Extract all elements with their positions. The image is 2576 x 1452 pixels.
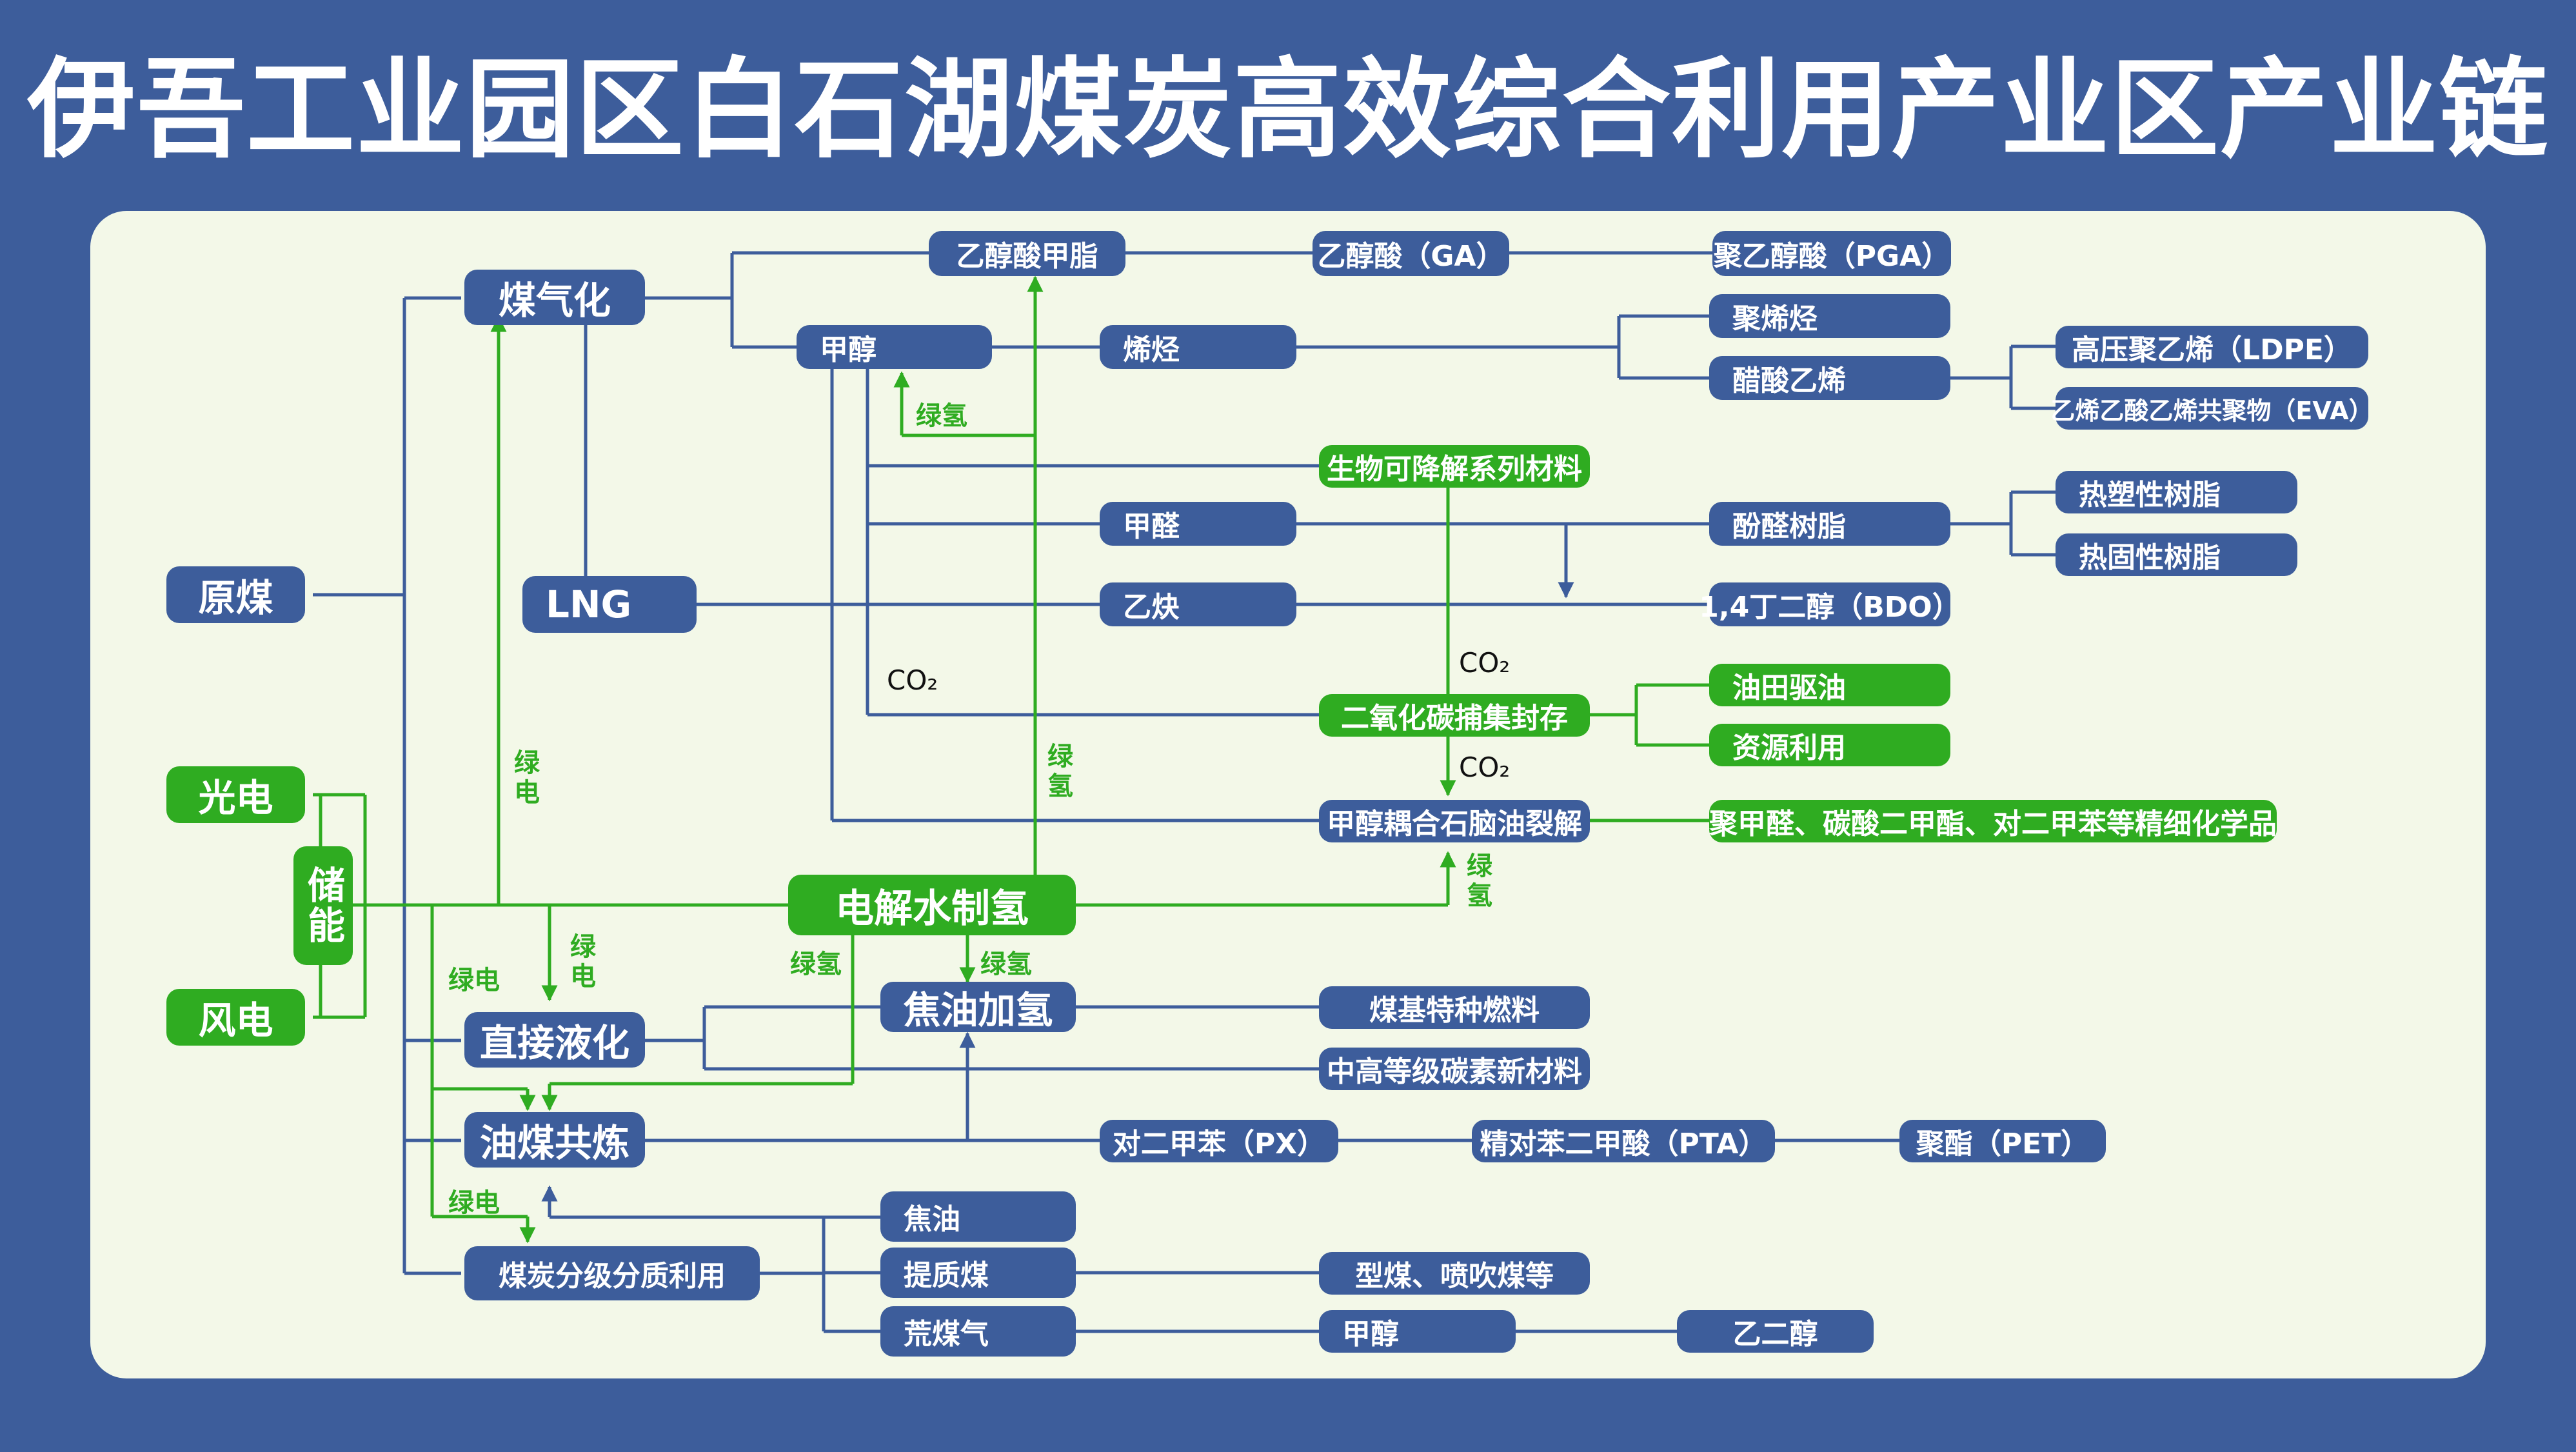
label-green-hydrogen-vertical: 绿氢 <box>1047 742 1073 801</box>
node-ldpe: 高压聚乙烯（LDPE） <box>2056 326 2368 368</box>
node-carbon-new-materials: 中高等级碳素新材料 <box>1319 1048 1590 1090</box>
label-green-hydrogen-cracking: 绿氢 <box>1467 851 1492 911</box>
node-bdo: 1,4丁二醇（BDO） <box>1699 582 1961 626</box>
node-briquette-injection-coal: 型煤、喷吹煤等 <box>1319 1252 1590 1295</box>
node-fine-chemicals: 聚甲醛、碳酸二甲酯、对二甲苯等精细化学品 <box>1709 800 2277 842</box>
label-co2-ccs: CO₂ <box>1459 751 1511 783</box>
label-green-power-liquefaction: 绿电 <box>570 932 596 991</box>
node-vinyl-acetate: 醋酸乙烯 <box>1709 356 1950 400</box>
node-tar: 焦油 <box>880 1191 1076 1242</box>
label-co2-methanol: CO₂ <box>887 664 938 696</box>
node-methanol-naphtha-cracking: 甲醇耦合石脑油裂解 <box>1319 800 1590 842</box>
node-coal-grading-utilization: 煤炭分级分质利用 <box>464 1246 760 1300</box>
label-co2-biodegradable: CO₂ <box>1459 647 1511 679</box>
node-water-electrolysis-hydrogen: 电解水制氢 <box>788 875 1076 935</box>
node-coal-gasification: 煤气化 <box>464 270 645 325</box>
node-polyolefin: 聚烯烃 <box>1709 294 1950 338</box>
node-olefins: 烯烃 <box>1100 325 1296 369</box>
node-wind-power: 风电 <box>166 989 305 1046</box>
node-acetylene: 乙炔 <box>1100 582 1296 626</box>
label-green-power-left: 绿电 <box>448 966 500 995</box>
label-green-hydrogen-tar: 绿氢 <box>980 950 1032 979</box>
node-oil-coal-coprocessing: 油煤共炼 <box>464 1112 645 1168</box>
node-methanol: 甲醇 <box>797 325 992 369</box>
label-green-hydrogen-coprocessing: 绿氢 <box>790 950 842 979</box>
page-title: 伊吾工业园区白石湖煤炭高效综合利用产业区产业链 <box>27 46 2549 173</box>
node-eva: 乙烯乙酸乙烯共聚物（EVA） <box>2050 387 2373 430</box>
label-green-power-grading: 绿电 <box>448 1188 500 1218</box>
node-oilfield-flooding: 油田驱油 <box>1709 664 1950 706</box>
label-green-hydrogen-methanol: 绿氢 <box>916 401 967 431</box>
node-ccs: 二氧化碳捕集封存 <box>1319 694 1590 737</box>
node-thermoplastic-resin: 热塑性树脂 <box>2056 471 2297 513</box>
node-glycolic-acid: 乙醇酸（GA） <box>1313 231 1509 276</box>
node-direct-liquefaction: 直接液化 <box>464 1012 645 1068</box>
node-biodegradable-materials: 生物可降解系列材料 <box>1319 445 1590 488</box>
node-pta: 精对苯二甲酸（PTA） <box>1472 1120 1775 1162</box>
label-green-power-gasification: 绿电 <box>514 748 540 808</box>
node-methanol-2: 甲醇 <box>1319 1310 1516 1353</box>
node-solar-power: 光电 <box>166 766 305 823</box>
node-raw-coal: 原煤 <box>166 566 305 623</box>
node-px: 对二甲苯（PX） <box>1100 1120 1338 1162</box>
node-ethylene-glycol: 乙二醇 <box>1677 1310 1874 1353</box>
node-thermoset-resin: 热固性树脂 <box>2056 533 2297 576</box>
node-resource-utilization: 资源利用 <box>1709 724 1950 766</box>
node-pga: 聚乙醇酸（PGA） <box>1712 231 1951 276</box>
node-energy-storage: 储能 <box>293 846 353 965</box>
node-raw-coal-gas: 荒煤气 <box>880 1306 1076 1357</box>
node-methyl-glycolate: 乙醇酸甲脂 <box>929 231 1125 276</box>
node-upgraded-coal: 提质煤 <box>880 1248 1076 1298</box>
node-formaldehyde: 甲醛 <box>1100 502 1296 546</box>
node-pet: 聚酯（PET） <box>1899 1120 2106 1162</box>
node-lng: LNG <box>522 576 697 633</box>
node-tar-hydrogenation: 焦油加氢 <box>880 982 1076 1032</box>
node-phenolic-resin: 酚醛树脂 <box>1709 502 1950 546</box>
node-coal-special-fuel: 煤基特种燃料 <box>1319 986 1590 1029</box>
